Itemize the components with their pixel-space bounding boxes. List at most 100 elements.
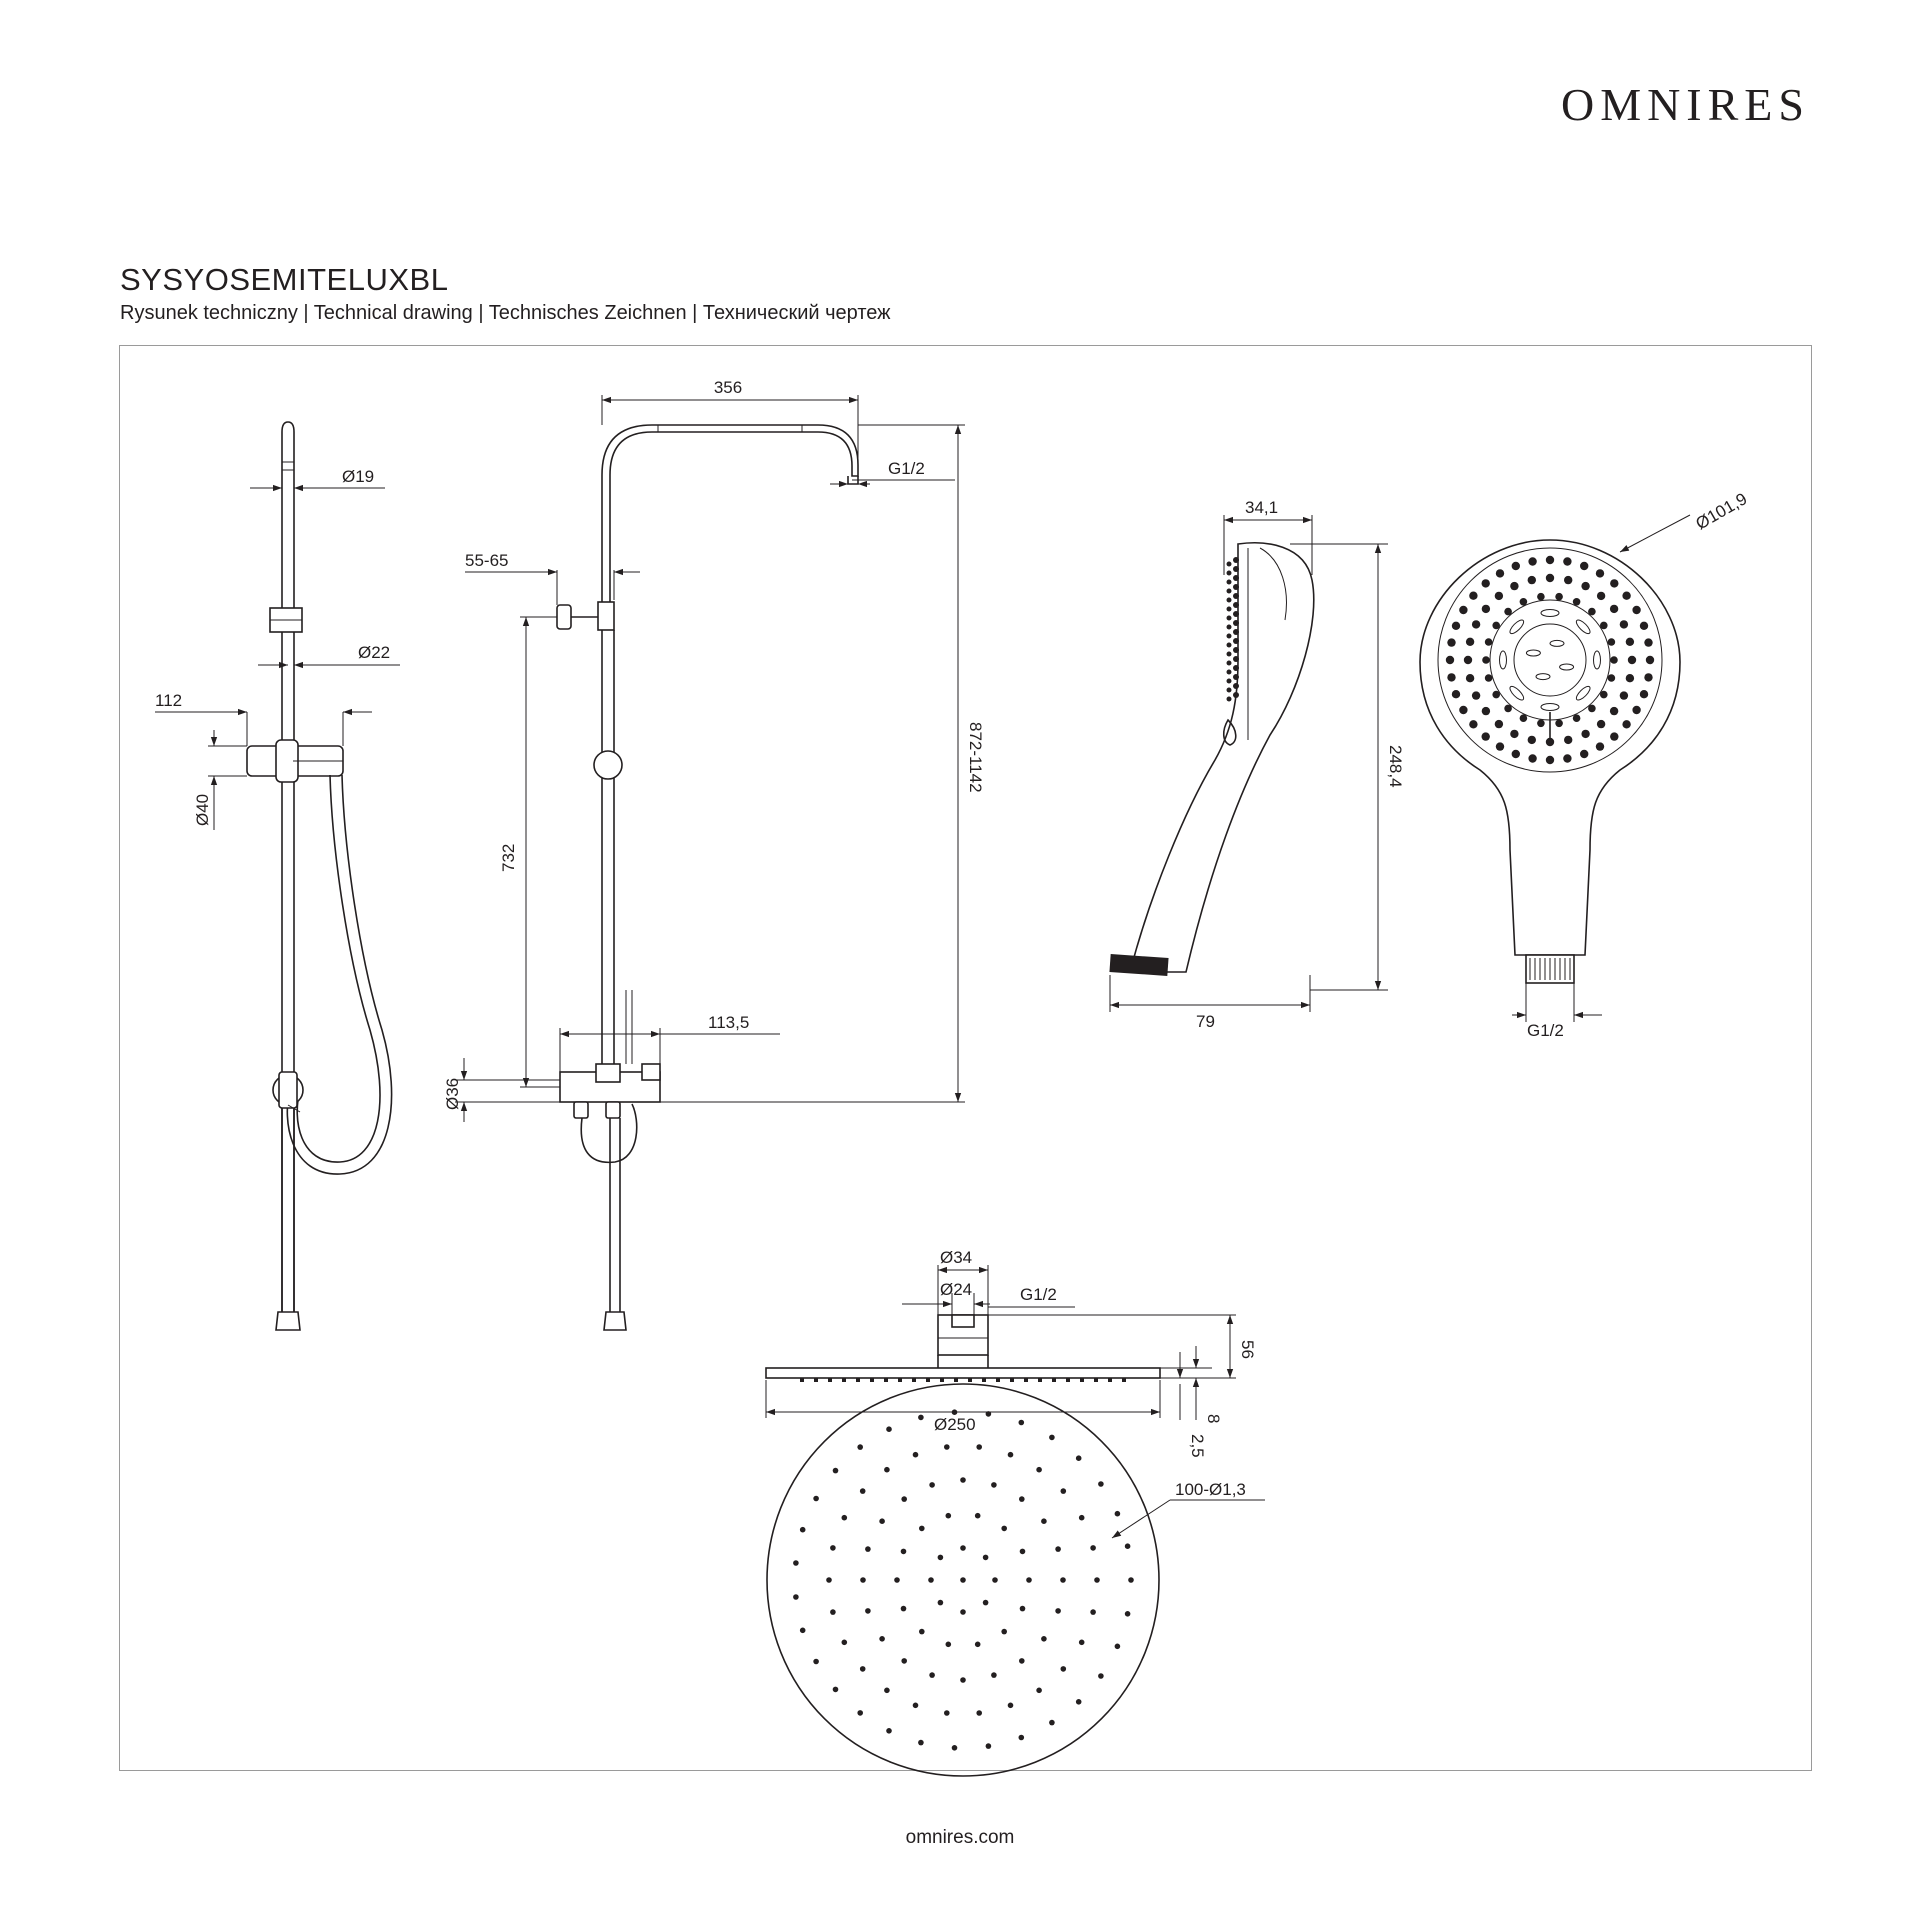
nozzle-hole xyxy=(1495,569,1505,578)
nozzle-hole xyxy=(960,1545,966,1551)
nozzle-hole xyxy=(865,1608,871,1614)
nozzle-hole xyxy=(1511,749,1521,759)
nozzle-hole xyxy=(1226,642,1232,648)
nozzle-hole xyxy=(1049,1719,1055,1726)
dim-h2-5: 2,5 xyxy=(1188,1434,1207,1458)
nozzle-hole xyxy=(985,1411,992,1417)
nozzle-tip xyxy=(814,1378,818,1382)
nozzle-hole xyxy=(1226,588,1232,594)
spray-slot xyxy=(1575,685,1591,701)
dim-w79: 79 xyxy=(1196,1012,1215,1031)
spray-slot xyxy=(1499,650,1507,670)
nozzle-tip xyxy=(856,1378,860,1382)
nozzle-hole xyxy=(982,1599,989,1606)
dim-h732: 732 xyxy=(499,844,518,872)
nozzle-hole xyxy=(1607,674,1616,682)
front-view: 356 G1/2 872-1142 55-65 732 113,5 Ø36 xyxy=(443,378,985,1331)
nozzle-tip xyxy=(1066,1378,1070,1382)
nozzle-hole xyxy=(1545,737,1555,747)
nozzle-hole xyxy=(1572,714,1581,722)
spray-slot xyxy=(1593,650,1601,670)
nozzle-hole xyxy=(1510,729,1519,739)
nozzle-hole xyxy=(1459,605,1468,615)
nozzle-hole xyxy=(1465,674,1475,683)
nozzle-hole xyxy=(1545,755,1555,765)
nozzle-hole xyxy=(1619,620,1629,629)
nozzle-hole xyxy=(1581,581,1590,591)
dim-d36: Ø36 xyxy=(443,1078,462,1110)
nozzle-hole xyxy=(945,1641,952,1648)
nozzle-hole xyxy=(900,1605,907,1612)
nozzle-hole xyxy=(960,1609,966,1615)
nozzle-hole xyxy=(813,1658,819,1665)
nozzle-hole xyxy=(985,1743,992,1749)
nozzle-hole xyxy=(1519,598,1528,606)
nozzle-hole xyxy=(1124,1543,1131,1549)
nozzle-tip xyxy=(982,1378,986,1382)
nozzle-hole xyxy=(951,1745,958,1751)
nozzle-hole xyxy=(1537,592,1545,601)
spray-slot xyxy=(1540,609,1560,617)
nozzle-hole xyxy=(1555,719,1563,728)
nozzle-tip xyxy=(1052,1378,1056,1382)
spray-slot xyxy=(1535,673,1551,681)
nozzle-hole xyxy=(901,1496,907,1502)
nozzle-hole xyxy=(991,1482,997,1488)
nozzle-hole xyxy=(1036,1466,1042,1473)
nozzle-hole xyxy=(859,1488,866,1494)
nozzle-hole xyxy=(1026,1577,1032,1583)
nozzle-hole xyxy=(1078,1639,1085,1646)
nozzle-hole xyxy=(1596,591,1606,601)
dim-g12-head: G1/2 xyxy=(1020,1285,1057,1304)
nozzle-hole xyxy=(929,1482,935,1488)
nozzle-hole xyxy=(1018,1419,1025,1426)
nozzle-hole xyxy=(937,1599,944,1606)
nozzle-hole xyxy=(1588,607,1596,616)
nozzle-hole xyxy=(960,1677,966,1683)
dim-holes: 100-Ø1,3 xyxy=(1175,1480,1246,1499)
nozzle-hole xyxy=(1041,1636,1047,1642)
brand-logo: OMNIRES xyxy=(1560,79,1810,130)
nozzle-hole xyxy=(1627,655,1637,665)
spray-slot xyxy=(1525,649,1541,657)
dim-d101-9: Ø101,9 xyxy=(1693,489,1751,533)
nozzle-hole xyxy=(1226,615,1232,621)
nozzle-hole xyxy=(1645,655,1655,665)
nozzle-hole xyxy=(830,1545,836,1551)
nozzle-hole xyxy=(1055,1608,1061,1614)
nozzle-hole xyxy=(1481,579,1490,588)
nozzle-hole xyxy=(960,1477,966,1483)
head-shower-side: Ø34 Ø24 G1/2 56 8 2,5 Ø250 xyxy=(765,1248,1257,1458)
nozzle-hole xyxy=(1049,1434,1055,1441)
dim-h248-4: 248,4 xyxy=(1386,745,1405,788)
nozzle-hole xyxy=(1233,611,1239,617)
nozzle-hole xyxy=(1588,704,1596,713)
head-shower-front: 100-Ø1,3 xyxy=(766,1383,1265,1777)
nozzle-hole xyxy=(860,1577,866,1583)
dim-w356: 356 xyxy=(714,378,742,397)
nozzle-hole xyxy=(1504,704,1512,713)
nozzle-hole xyxy=(1090,1545,1096,1551)
nozzle-hole xyxy=(799,1627,806,1634)
nozzle-tip xyxy=(842,1378,846,1382)
nozzle-hole xyxy=(1233,557,1239,563)
nozzle-hole xyxy=(1494,591,1504,601)
nozzle-hole xyxy=(1644,673,1653,682)
nozzle-hole xyxy=(1055,1546,1061,1552)
nozzle-hole xyxy=(1600,690,1608,699)
nozzle-hole xyxy=(1226,570,1232,576)
nozzle-hole xyxy=(1226,687,1232,693)
nozzle-hole xyxy=(1459,705,1468,715)
nozzle-hole xyxy=(901,1658,907,1664)
nozzle-hole xyxy=(1233,566,1239,572)
nozzle-tip xyxy=(870,1378,874,1382)
nozzle-hole xyxy=(1075,1699,1082,1705)
nozzle-hole xyxy=(1233,674,1239,680)
nozzle-hole xyxy=(1610,656,1618,664)
nozzle-hole xyxy=(1001,1525,1007,1532)
nozzle-hole xyxy=(1447,638,1456,647)
nozzle-hole xyxy=(1469,720,1478,729)
dim-w113-5: 113,5 xyxy=(708,1013,749,1032)
nozzle-hole xyxy=(857,1444,863,1450)
nozzle-hole xyxy=(1114,1643,1121,1650)
